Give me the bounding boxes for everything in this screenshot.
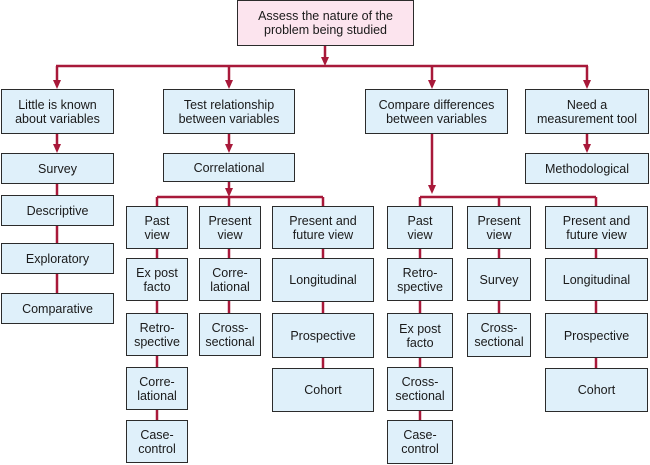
b1-future-prospective: Prospective <box>272 313 374 358</box>
node-methodological: Methodological <box>525 153 649 184</box>
b2-future-longitudinal: Longitudinal <box>545 258 648 301</box>
b1-future-longitudinal: Longitudinal <box>272 258 374 302</box>
b2-present-survey: Survey <box>467 258 531 301</box>
b2-past-ex-post-facto: Ex post facto <box>387 313 453 358</box>
node-descriptive: Descriptive <box>1 195 114 226</box>
branch-compare-differences: Compare differences between variables <box>365 89 508 134</box>
b2-future-prospective: Prospective <box>545 313 648 358</box>
arrowhead-icon <box>53 80 61 89</box>
node-survey: Survey <box>1 153 114 184</box>
b2-future-view: Present and future view <box>545 206 648 249</box>
b1-past-correlational: Corre- lational <box>126 367 188 410</box>
b1-present-correlational: Corre- lational <box>199 258 261 301</box>
b2-present-view: Present view <box>467 206 531 249</box>
arrowhead-icon <box>583 144 591 153</box>
b1-present-view: Present view <box>199 206 261 249</box>
b1-past-view: Past view <box>126 206 188 249</box>
b1-past-case-control: Case- control <box>126 420 188 463</box>
branch-little-known: Little is known about variables <box>1 89 114 134</box>
b1-past-retrospective: Retro- spective <box>126 313 188 356</box>
b2-future-cohort: Cohort <box>545 368 648 412</box>
b1-future-cohort: Cohort <box>272 368 374 412</box>
branch-measurement-tool: Need a measurement tool <box>525 89 649 134</box>
root-node-assess-problem: Assess the nature of the problem being s… <box>237 0 414 46</box>
arrowhead-icon <box>53 144 61 153</box>
arrowhead-icon <box>321 57 329 66</box>
b2-past-cross-sectional: Cross- sectional <box>387 367 453 411</box>
arrowhead-icon <box>225 144 233 153</box>
b1-past-ex-post-facto: Ex post facto <box>126 258 188 301</box>
arrowhead-icon <box>583 80 591 89</box>
arrowhead-icon <box>225 80 233 89</box>
b2-past-view: Past view <box>387 206 453 249</box>
b2-present-cross-sectional: Cross- sectional <box>467 313 531 357</box>
branch-test-relationship: Test relationship between variables <box>163 89 295 134</box>
b1-present-cross-sectional: Cross- sectional <box>199 313 261 356</box>
b2-past-case-control: Case- control <box>387 420 453 464</box>
arrowhead-icon <box>428 80 436 89</box>
arrowhead-icon <box>428 185 436 194</box>
b1-future-view: Present and future view <box>272 206 374 249</box>
b2-past-retrospective: Retro- spective <box>387 258 453 301</box>
node-correlational-method: Correlational <box>163 153 295 182</box>
node-exploratory: Exploratory <box>1 243 114 274</box>
arrowhead-icon <box>225 188 233 197</box>
node-comparative: Comparative <box>1 293 114 324</box>
